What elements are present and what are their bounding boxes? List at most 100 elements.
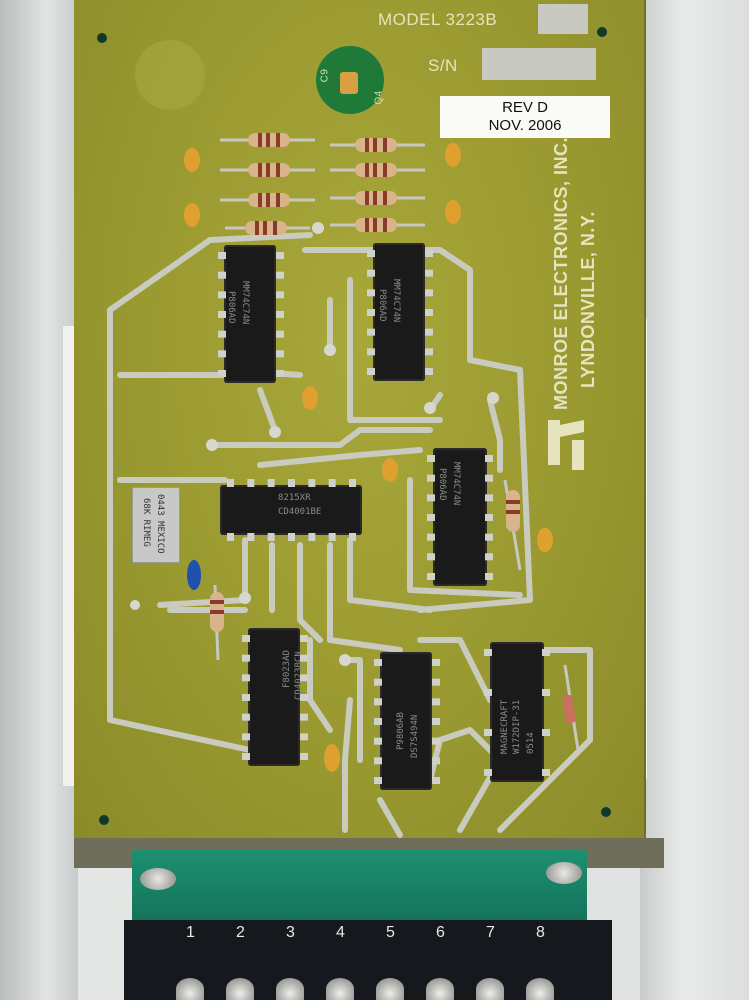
ic-pin bbox=[485, 553, 493, 561]
ic-pin bbox=[367, 328, 375, 336]
ic-pin bbox=[432, 737, 440, 745]
ic-pin bbox=[425, 289, 433, 297]
ic-pin bbox=[288, 479, 295, 487]
ic-pin bbox=[242, 733, 250, 741]
ic-pin bbox=[432, 777, 440, 784]
terminal-screw[interactable] bbox=[326, 978, 354, 1000]
terminal-number: 2 bbox=[236, 924, 245, 941]
ic-pin bbox=[374, 757, 382, 765]
ic-pin bbox=[427, 455, 435, 462]
ic-pin bbox=[300, 635, 308, 642]
ic-pin bbox=[432, 678, 440, 686]
revision-line: REV D bbox=[502, 99, 548, 116]
ic-chip-4: 8215XR CD4001BE bbox=[220, 485, 362, 535]
ic-pin bbox=[267, 533, 275, 541]
ic-pin bbox=[349, 479, 356, 487]
ic-pin bbox=[276, 252, 284, 259]
pot-line2: 0443 MEXICO bbox=[155, 494, 165, 554]
terminal-number: 5 bbox=[386, 924, 395, 941]
ic-pin bbox=[432, 698, 440, 706]
model-label: MODEL 3223B bbox=[378, 10, 498, 29]
ic-pin bbox=[425, 250, 433, 257]
terminal-screw[interactable] bbox=[226, 978, 254, 1000]
terminal-screw[interactable] bbox=[526, 978, 554, 1000]
ic-pin bbox=[218, 330, 226, 338]
ic-pin bbox=[367, 289, 375, 297]
ic-pin bbox=[242, 694, 250, 701]
ic-pin bbox=[374, 777, 382, 784]
relay-chip: MAGNECRAFT W172DIP-31 0514 bbox=[490, 642, 544, 782]
ic-pin bbox=[247, 479, 255, 487]
ic-pin bbox=[328, 479, 336, 487]
ic-pin bbox=[427, 474, 435, 482]
ic-chip-6: P9806AB DS7S494N bbox=[380, 652, 432, 790]
ic-pin bbox=[484, 649, 492, 656]
ic-pin bbox=[242, 635, 250, 642]
terminal-screw[interactable] bbox=[276, 978, 304, 1000]
green-edge-connector bbox=[132, 850, 587, 930]
terminal-number: 7 bbox=[486, 924, 495, 941]
trim-potentiometer: 68K RIMEG 0443 MEXICO bbox=[132, 487, 180, 563]
sn-label: S/N bbox=[428, 56, 458, 75]
ic-pin bbox=[367, 368, 375, 375]
ic-pin bbox=[288, 533, 295, 541]
terminal-number: 3 bbox=[286, 924, 295, 941]
ic-pin bbox=[227, 533, 234, 541]
ic-pin bbox=[367, 348, 375, 356]
ic-pin bbox=[485, 474, 493, 482]
pot-line1: 68K RIMEG bbox=[141, 498, 151, 547]
solder-pads bbox=[130, 222, 499, 666]
ic-pin bbox=[218, 311, 226, 318]
ic-pin bbox=[227, 479, 234, 487]
ic-pin bbox=[300, 713, 308, 721]
ic-pin bbox=[485, 533, 493, 541]
ic-pin bbox=[484, 769, 492, 776]
ic-pin bbox=[374, 737, 382, 745]
ic-pin bbox=[242, 654, 250, 662]
ic-pin bbox=[242, 674, 250, 682]
ic-pin bbox=[308, 533, 316, 541]
ic-pin bbox=[485, 573, 493, 580]
ic-chip-1: P806AD MM74C74N bbox=[224, 245, 276, 383]
terminal-screw[interactable] bbox=[476, 978, 504, 1000]
ic-pin bbox=[276, 370, 284, 377]
ic-pin bbox=[308, 479, 316, 487]
ic-pin bbox=[218, 291, 226, 299]
ic-pin bbox=[276, 350, 284, 358]
ic-chip-5: F8023AD CD4023BCN bbox=[248, 628, 304, 766]
ic-pin bbox=[427, 573, 435, 580]
ic-pin bbox=[425, 368, 433, 375]
cap-label: C9 bbox=[319, 68, 331, 83]
revision-sticker: REV D NOV. 2006 bbox=[440, 96, 610, 138]
mounting-holes bbox=[97, 27, 611, 825]
terminal-number: 1 bbox=[186, 924, 195, 941]
ic-pin bbox=[542, 729, 550, 736]
terminal-number: 4 bbox=[336, 924, 345, 941]
ic-pin bbox=[242, 753, 250, 760]
terminal-screw[interactable] bbox=[376, 978, 404, 1000]
ic-pin bbox=[485, 455, 493, 462]
ic-pin bbox=[276, 271, 284, 279]
terminal-screw[interactable] bbox=[176, 978, 204, 1000]
enclosure-right-wall bbox=[640, 0, 749, 1000]
ic-pin bbox=[218, 370, 226, 377]
ic-pin bbox=[425, 269, 433, 277]
ic-pin bbox=[367, 309, 375, 316]
blue-capacitor bbox=[187, 560, 201, 590]
ic-pin bbox=[367, 250, 375, 257]
ic-pin bbox=[374, 659, 382, 666]
terminal-number: 6 bbox=[436, 924, 445, 941]
ic-pin bbox=[300, 733, 308, 741]
model-sticker bbox=[538, 4, 588, 34]
ic-pin bbox=[425, 328, 433, 336]
terminal-screw[interactable] bbox=[426, 978, 454, 1000]
chip-4-line1: 8215XR bbox=[278, 493, 311, 503]
board-smudge bbox=[135, 40, 205, 110]
ic-pin bbox=[218, 271, 226, 279]
ic-pin bbox=[242, 713, 250, 721]
ic-pin bbox=[427, 553, 435, 561]
ic-pin bbox=[485, 514, 493, 521]
ic-pin bbox=[300, 654, 308, 662]
